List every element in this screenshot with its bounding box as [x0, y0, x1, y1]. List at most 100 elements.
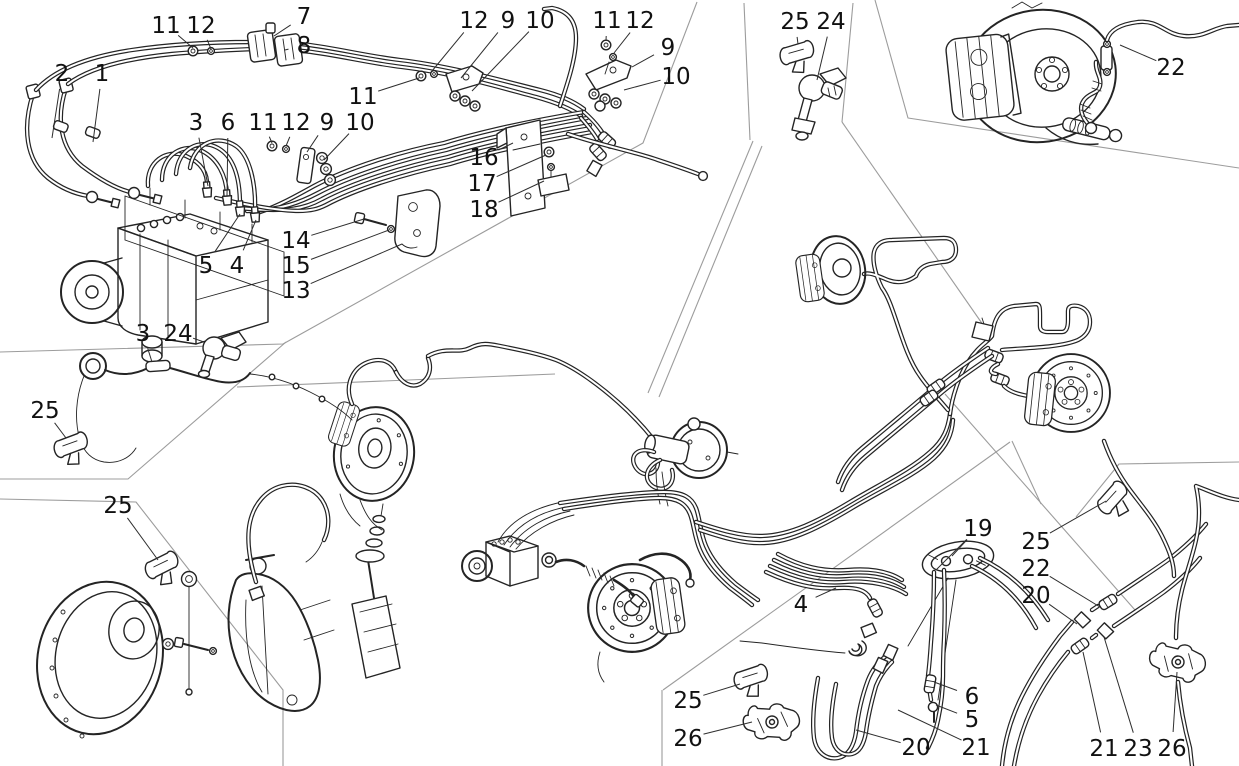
callout-leader-16 [498, 142, 514, 151]
callout-2: 2 [55, 61, 70, 87]
pipe-clamp-7-8 [246, 22, 304, 67]
pipe-bracket-9c-10c [296, 146, 337, 187]
pipe-clip-25 [777, 39, 818, 77]
pipe-clip-25d [1091, 477, 1140, 525]
callout-10: 10 [345, 110, 374, 136]
callout-21: 21 [1089, 736, 1118, 762]
callout-19: 19 [963, 516, 992, 542]
bracket-16-17-18 [496, 119, 570, 217]
callout-leader-25 [1049, 500, 1107, 534]
callout-leader-10 [323, 133, 350, 161]
callout-leader-13 [310, 243, 403, 285]
callout-leader-9 [306, 135, 319, 153]
rear-left-wheel [794, 235, 867, 305]
hose-clip-25 [51, 430, 93, 470]
front-brake-lines-panel [24, 5, 709, 363]
brake-booster [644, 417, 739, 479]
bolt-5 [927, 701, 939, 713]
callout-leader-25 [796, 36, 799, 45]
callout-leader-26 [1172, 671, 1178, 733]
callout-15: 15 [281, 253, 310, 279]
shock-absorber [351, 503, 401, 679]
callout-11: 11 [248, 110, 277, 136]
callout-leader-26 [703, 721, 753, 735]
callout-leader-25 [54, 422, 67, 439]
callout-leader-5 [214, 213, 241, 252]
front-feed-pipe [425, 341, 657, 443]
union-6 [923, 673, 937, 695]
callout-leader-12 [206, 39, 212, 50]
callout-leader-12 [613, 32, 631, 54]
fr-sensor-cable [541, 552, 695, 608]
callout-leader-15 [310, 229, 390, 260]
chassis-overview [249, 235, 1111, 683]
callout-26: 26 [1157, 736, 1186, 762]
callout-12: 12 [186, 13, 215, 39]
front-sensor-inset [51, 331, 251, 470]
callout-leader-6 [933, 681, 958, 691]
callout-leader-3 [198, 137, 209, 187]
callout-leader-21 [1082, 651, 1102, 733]
fitting-20 [1072, 609, 1093, 630]
callout-leader-5 [935, 704, 958, 714]
front-corner-inset [36, 482, 401, 739]
callout-23: 23 [1123, 736, 1152, 762]
front-hose-loop [246, 482, 331, 602]
front-hose-left [24, 91, 91, 199]
callout-leader-12 [285, 136, 291, 147]
callout-18: 18 [469, 197, 498, 223]
callout-leader-20 [855, 729, 901, 744]
pipe-clip-25c [731, 662, 772, 701]
callout-leader-11 [268, 136, 273, 144]
callout-leader-17 [496, 154, 547, 178]
callout-leader-4 [242, 219, 257, 251]
callout-11: 11 [592, 8, 621, 34]
pipe-20-a [811, 653, 889, 761]
callout-21: 21 [961, 735, 990, 761]
callout-leader-1 [92, 88, 101, 143]
callout-5: 5 [965, 707, 980, 733]
callout-leader-10 [471, 31, 530, 92]
callout-12: 12 [281, 110, 310, 136]
callout-9: 9 [661, 35, 676, 61]
rear-right-caliper [1023, 371, 1057, 427]
callout-leader-9 [631, 54, 655, 68]
callout-25: 25 [780, 9, 809, 35]
pipe-bracket-9a-10a [445, 65, 484, 112]
callout-9: 9 [320, 110, 335, 136]
callout-leader-4 [815, 587, 837, 598]
callout-16: 16 [469, 145, 498, 171]
brake-hose-22 [1078, 19, 1239, 135]
callout-leader-9 [460, 32, 499, 79]
abs-unit-installed [461, 535, 539, 587]
rear-caliper [945, 33, 1022, 121]
callout-6: 6 [965, 684, 980, 710]
callout-leader-19 [935, 538, 968, 571]
callout-leader-22 [1119, 44, 1157, 62]
pipe-end-fittings [541, 5, 709, 182]
callout-leader-11 [177, 35, 194, 49]
clamp-sensor-inset [777, 39, 847, 141]
pipe-bracket-9b-10b [585, 59, 632, 112]
callout-12: 12 [459, 8, 488, 34]
union-21 [1069, 636, 1091, 656]
union-22 [1097, 592, 1119, 612]
front-abs-sensor-24 [197, 331, 247, 379]
callout-25: 25 [1021, 529, 1050, 555]
callout-24: 24 [816, 9, 845, 35]
callout-4: 4 [794, 592, 809, 618]
callout-13: 13 [281, 278, 310, 304]
callout-leader-24 [816, 36, 828, 81]
callout-leader-23 [1103, 636, 1134, 733]
pipe-clamp-26d [1147, 641, 1208, 685]
callout-1: 1 [95, 61, 110, 87]
callout-25: 25 [103, 493, 132, 519]
callout-leader-6 [226, 137, 229, 197]
callout-4: 4 [230, 253, 245, 279]
callout-10: 10 [661, 64, 690, 90]
front-left-wheel [332, 406, 416, 502]
